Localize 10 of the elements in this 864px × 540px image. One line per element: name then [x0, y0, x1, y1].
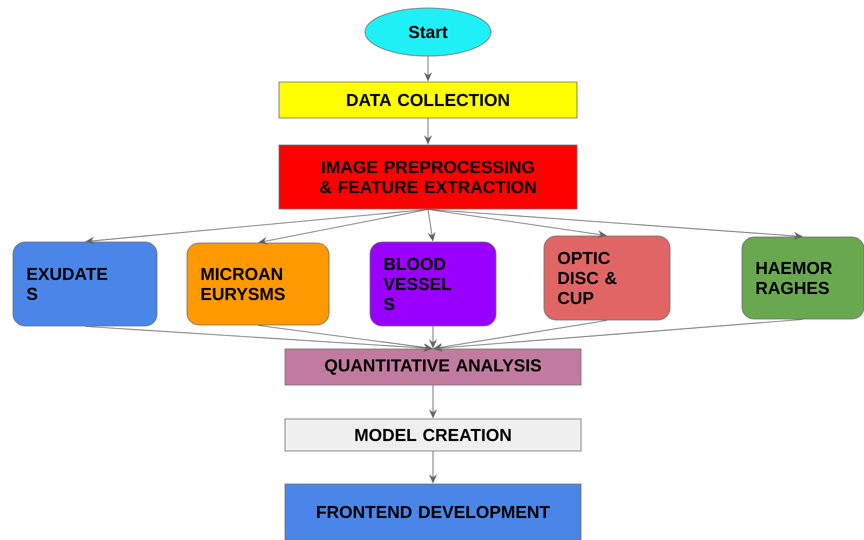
category-box: MICROAN EURYSMS: [186, 242, 330, 326]
category-box: OPTIC DISC & CUP: [544, 236, 670, 320]
process-box: QUANTITATIVE ANALYSIS: [284, 348, 582, 386]
category-box: EXUDATE S: [12, 242, 158, 326]
category-box: HAEMOR RAGHES: [742, 236, 864, 320]
process-box: MODEL CREATION: [284, 418, 582, 452]
category-box: BLOOD VESSEL S: [370, 242, 496, 326]
process-box: FRONTEND DEVELOPMENT: [284, 484, 582, 540]
process-box: IMAGE PREPROCESSING & FEATURE EXTRACTION: [278, 144, 578, 210]
process-box: DATA COLLECTION: [278, 82, 578, 118]
